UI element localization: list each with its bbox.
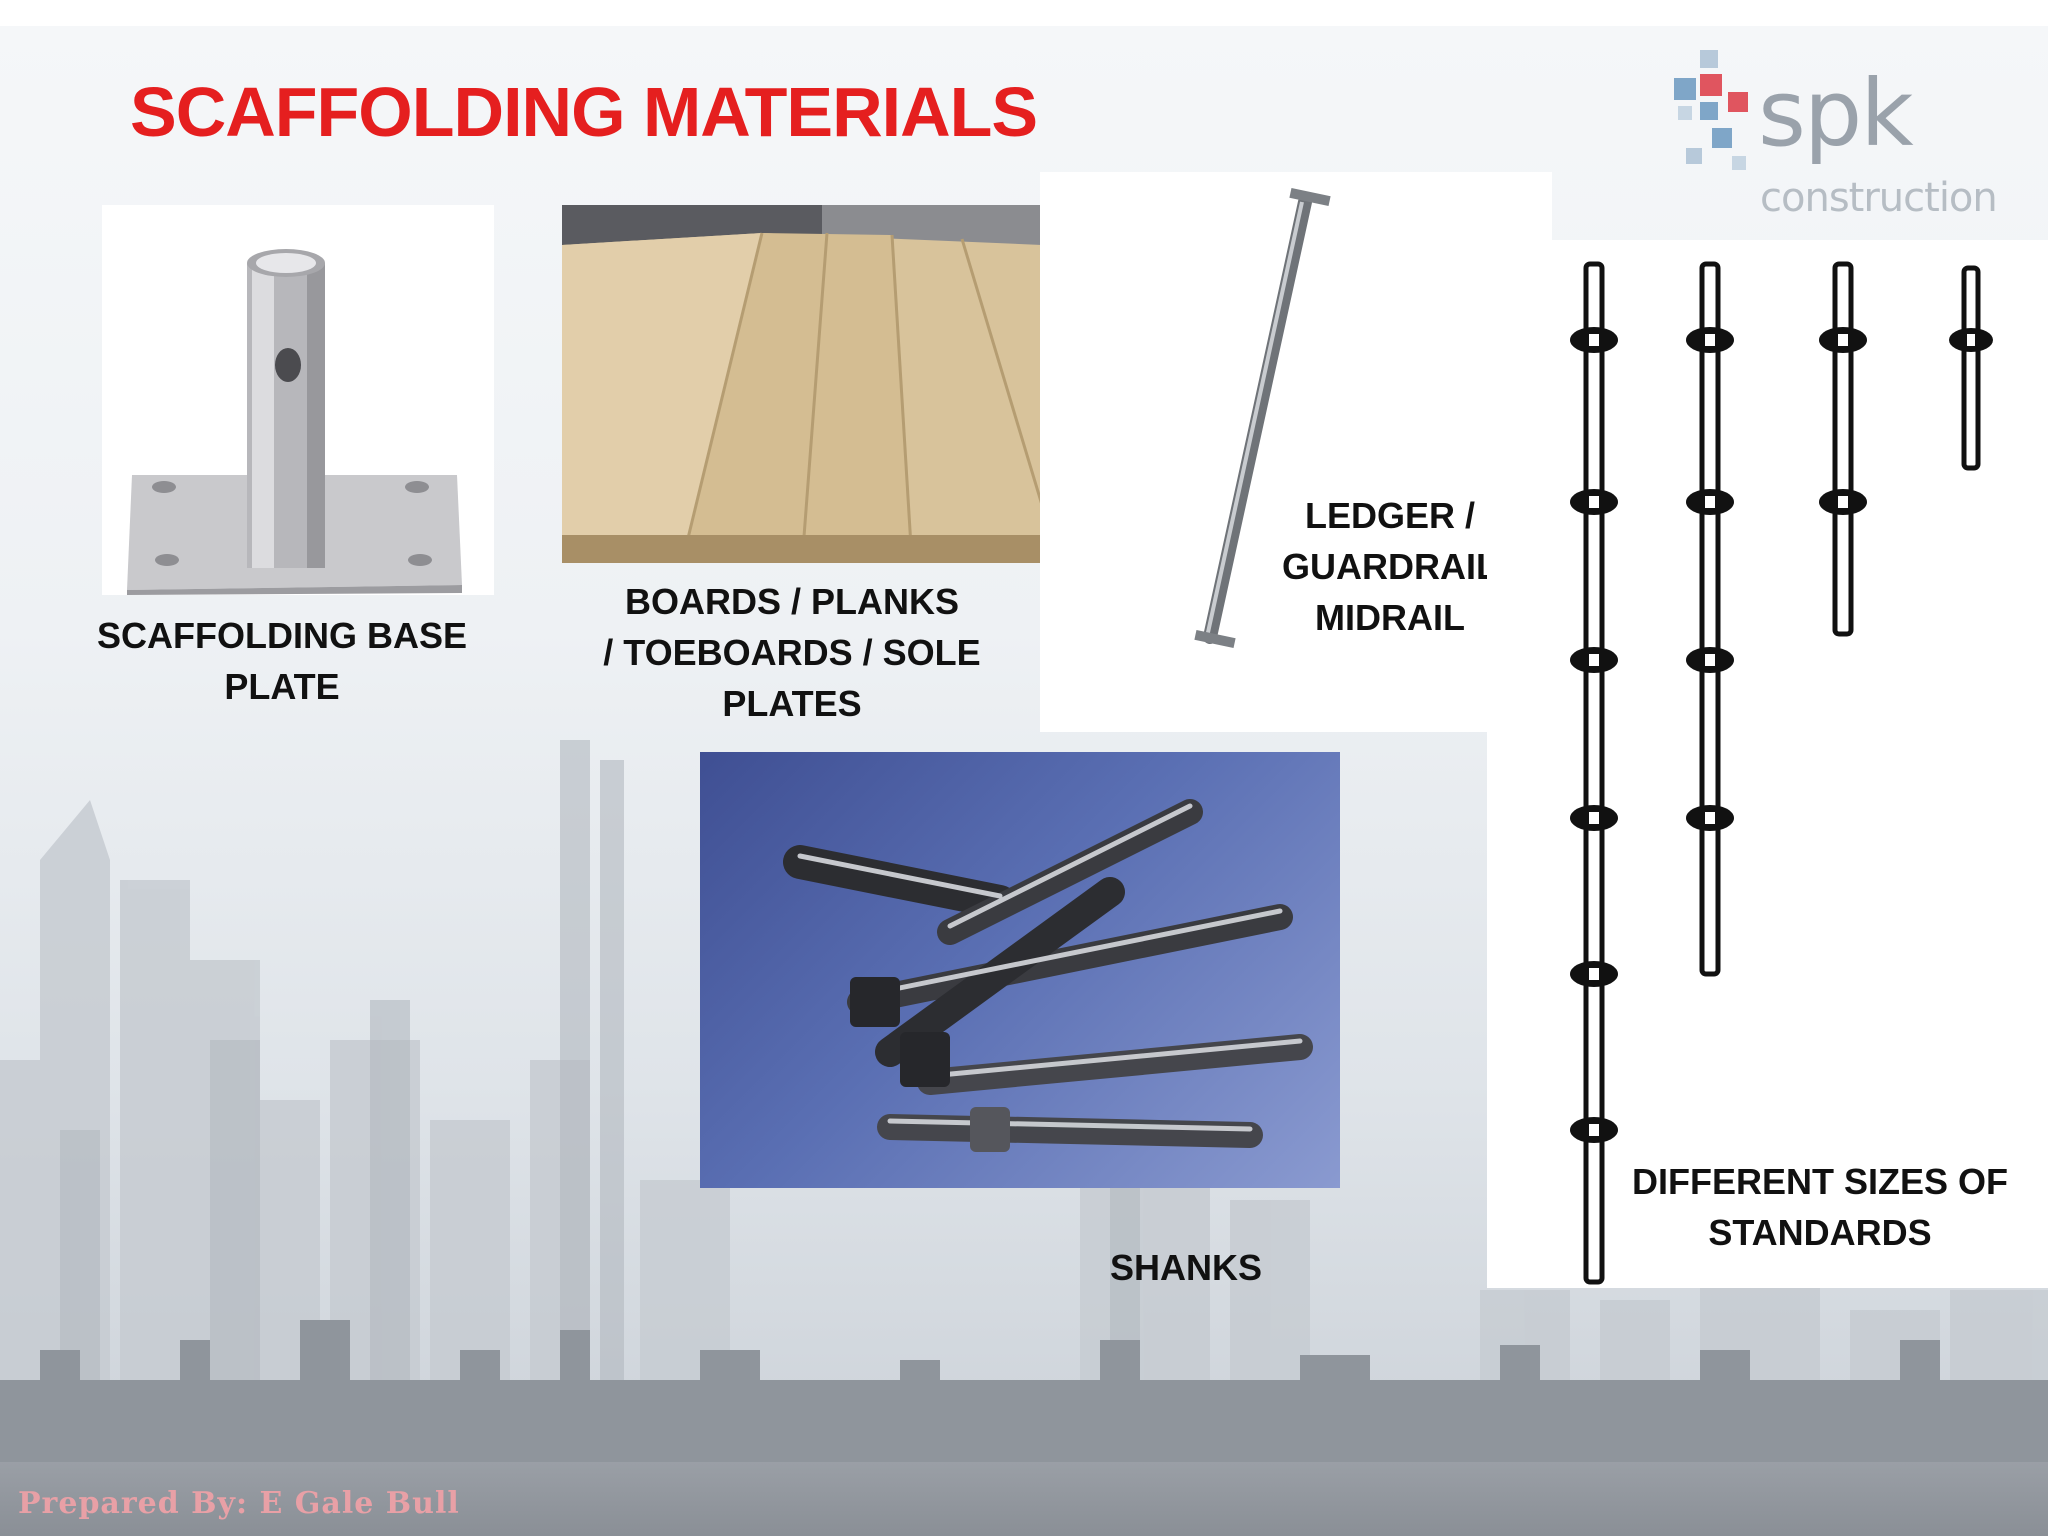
boards-label: BOARDS / PLANKS / TOEBOARDS / SOLE PLATE… — [582, 576, 1002, 729]
ledger-label: LEDGER / GUARDRAIL MIDRAIL — [1250, 490, 1530, 643]
base-plate-label-line1: SCAFFOLDING BASE — [96, 615, 467, 656]
ledger-panel — [1040, 172, 1552, 732]
shanks-label-line1: SHANKS — [1109, 1247, 1262, 1288]
ledger-label-line3: MIDRAIL — [1315, 597, 1465, 638]
standards-label-line1: DIFFERENT SIZES OF — [1631, 1161, 2008, 1202]
slide-title: SCAFFOLDING MATERIALS — [130, 73, 1038, 151]
logo-name: spk — [1758, 60, 1914, 167]
boards-label-line1: BOARDS / PLANKS — [624, 581, 960, 622]
boards-label-line2: / TOEBOARDS / SOLE — [603, 632, 981, 673]
base-plate-label: SCAFFOLDING BASE PLATE — [82, 610, 482, 712]
footer-strip — [0, 1462, 2048, 1536]
spk-logo-icon — [1674, 50, 1748, 170]
ledger-image — [1194, 187, 1331, 649]
footer-credit: Prepared By: E Gale Bull — [18, 1486, 460, 1521]
boards-label-line3: PLATES — [722, 683, 862, 724]
ledger-label-line2: GUARDRAIL — [1282, 546, 1498, 587]
standards-label: DIFFERENT SIZES OF STANDARDS — [1600, 1156, 2040, 1258]
logo-subtitle: construction — [1760, 175, 1998, 221]
base-plate-image — [102, 205, 494, 595]
standards-panel — [1487, 240, 2048, 1288]
standards-image — [1570, 261, 1993, 1285]
ledger-label-line1: LEDGER / — [1304, 495, 1475, 536]
shanks-image — [700, 752, 1340, 1188]
top-bar — [0, 0, 2048, 26]
standards-label-line2: STANDARDS — [1708, 1212, 1932, 1253]
boards-image — [562, 205, 1042, 563]
shanks-label: SHANKS — [1086, 1242, 1286, 1293]
base-plate-label-line2: PLATE — [224, 666, 340, 707]
